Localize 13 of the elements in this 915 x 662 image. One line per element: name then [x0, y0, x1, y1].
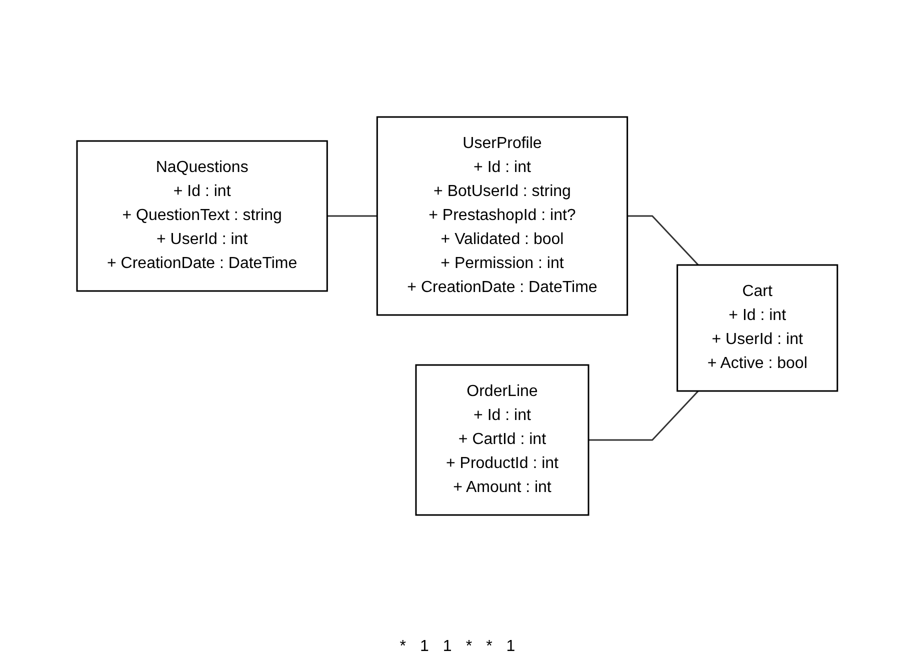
- multiplicity-label: 1: [506, 638, 516, 656]
- connector: [588, 390, 700, 441]
- connector: [628, 215, 700, 266]
- multiplicity-label: 1: [442, 638, 452, 656]
- connector: [327, 215, 378, 217]
- multiplicity-label: *: [486, 638, 492, 656]
- node-box: OrderLine + Id : int + CartId : int + ProductId : int + Amount : int: [416, 364, 590, 516]
- node-box: Cart + Id : int + UserId : int + Active : bool: [676, 264, 838, 392]
- multiplicity-label: *: [400, 638, 406, 656]
- multiplicity-label: 1: [420, 638, 429, 656]
- node-box: NaQuestions + Id : int + QuestionText : string + UserId : int + CreationDate : DateTime: [76, 140, 328, 292]
- node-box: UserProfile + Id : int + BotUserId : string + PrestashopId : int? + Validated : bool + Permission : int + CreationDate : DateTime: [376, 116, 628, 316]
- multiplicity-label: *: [466, 638, 472, 656]
